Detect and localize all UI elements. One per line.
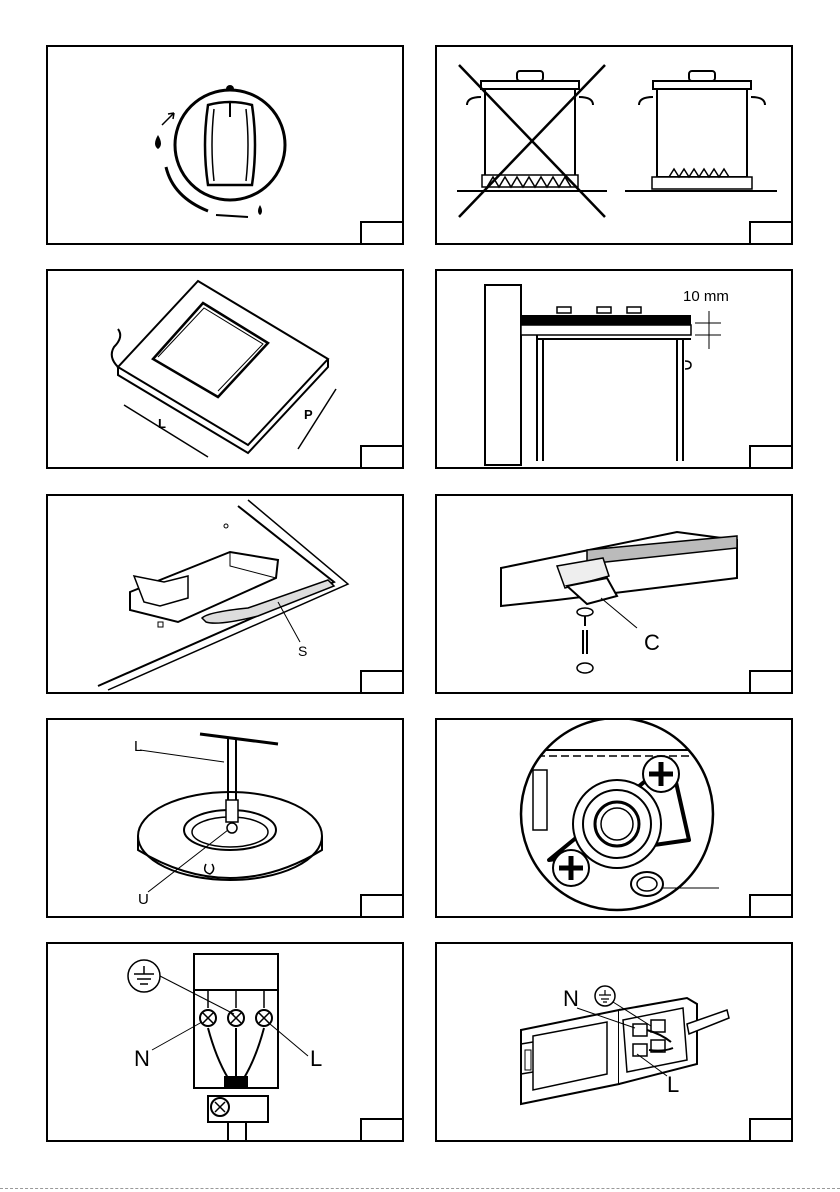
cutout-drawing: [48, 271, 402, 467]
bracket-label: C: [644, 632, 660, 654]
figure-number-box: [360, 894, 402, 916]
figure-terminal-box: N L: [435, 942, 793, 1142]
injector-label: U: [138, 892, 149, 907]
figure-cutout-dimensions: L P: [46, 269, 404, 469]
wrong-pan: [457, 65, 607, 217]
figure-fixing-bracket: C: [435, 494, 793, 694]
flame-large-icon: [155, 135, 161, 149]
figure-number-box: [749, 445, 791, 467]
figure-number-box: [749, 670, 791, 692]
figure-burner-knob: [46, 45, 404, 245]
figure-number-box: [749, 221, 791, 243]
cable-clamp: [224, 1076, 248, 1088]
page-bottom-edge: [0, 1188, 840, 1191]
hob-clearance-drawing: [437, 271, 791, 467]
depth-label: P: [304, 408, 313, 421]
bracket-leader-line: [601, 598, 637, 628]
injector-drawing: [48, 720, 402, 916]
figure-number-box: [749, 894, 791, 916]
earth-symbol-icon: [128, 960, 160, 992]
gap-label: 10 mm: [683, 289, 729, 304]
figure-terminal-block: N L: [46, 942, 404, 1142]
figure-number-box: [360, 445, 402, 467]
live-label: L: [310, 1048, 322, 1070]
figure-number-box: [360, 221, 402, 243]
key-handle: [200, 734, 278, 744]
neutral-label: N: [563, 988, 579, 1010]
figure-number-box: [360, 1118, 402, 1140]
terminal-block-drawing: [48, 944, 402, 1140]
screw-icon: [577, 608, 593, 616]
length-label: L: [158, 417, 166, 430]
hob-plate: [521, 315, 691, 325]
pan-placement-drawing: [437, 47, 791, 243]
key-leader-line: [140, 750, 224, 762]
terminal-block-body: [194, 954, 278, 990]
burner-knob-drawing: [48, 47, 402, 243]
terminal-box-drawing: [437, 944, 791, 1140]
seal-strip-drawing: [48, 496, 402, 692]
seal-leader-line: [278, 602, 300, 642]
injector-icon: [227, 823, 237, 833]
seal-label: S: [298, 644, 307, 658]
earth-symbol-icon: [595, 986, 615, 1006]
ignition-icon: [162, 113, 174, 125]
figure-number-box: [749, 1118, 791, 1140]
figure-tap-screw-detail: [435, 718, 793, 918]
figure-injector-replacement: L U: [46, 718, 404, 918]
figure-seal-strip: S: [46, 494, 404, 694]
live-label: L: [667, 1074, 679, 1096]
correct-pan: [625, 71, 777, 191]
neutral-label: N: [134, 1048, 150, 1070]
wall-unit: [485, 285, 521, 465]
key-label: L: [134, 739, 142, 754]
figure-hob-clearance: 10 mm: [435, 269, 793, 469]
tap-detail-drawing: [437, 720, 791, 916]
flame-small-icon: [258, 205, 262, 215]
figure-pan-placement: [435, 45, 793, 245]
figure-number-box: [360, 670, 402, 692]
fixing-bracket-drawing: [437, 496, 791, 692]
